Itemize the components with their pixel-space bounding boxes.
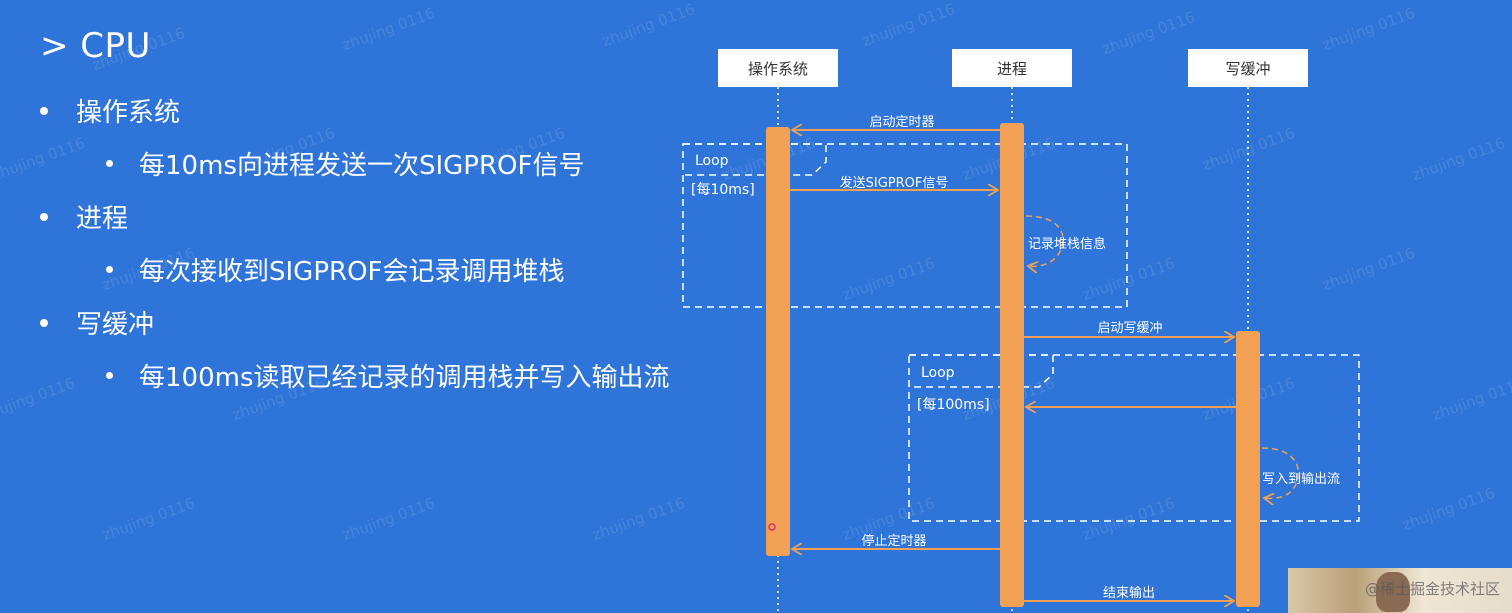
bullet-item: 每100ms读取已经记录的调用栈并写入输出流 xyxy=(106,365,670,391)
participant-write-buffer: 写缓冲 xyxy=(1188,49,1308,87)
message-label: 写入到输出流 xyxy=(1262,471,1340,487)
bullet-dot-icon xyxy=(106,160,113,167)
bullet-dot-icon xyxy=(40,212,48,221)
message-label: 启动写缓冲 xyxy=(1097,321,1162,336)
bullet-item: 每次接收到SIGPROF会记录调用堆栈 xyxy=(106,259,564,285)
loop-condition: [每100ms] xyxy=(917,397,990,413)
slide-title: > CPU xyxy=(40,26,151,66)
bullet-item: 进程 xyxy=(40,206,128,232)
bullet-dot-icon xyxy=(106,372,113,379)
self-call-arrow xyxy=(1025,215,1064,266)
participant-os: 操作系统 xyxy=(718,49,838,87)
avatar xyxy=(1376,572,1410,612)
bullet-text: 每100ms读取已经记录的调用栈并写入输出流 xyxy=(139,363,670,393)
activation-process xyxy=(1000,123,1024,607)
bullet-item: 写缓冲 xyxy=(40,312,154,338)
bullet-text: 进程 xyxy=(76,204,129,234)
loop-frame xyxy=(682,143,1128,308)
webcam-overlay: @稀土掘金技术社区 xyxy=(1288,568,1512,613)
pointer-marker xyxy=(768,523,776,531)
participant-process: 进程 xyxy=(952,49,1072,87)
message-label: 停止定时器 xyxy=(861,533,926,549)
bullet-dot-icon xyxy=(106,266,113,273)
message-label: 发送SIGPROF信号 xyxy=(840,175,949,191)
bullet-dot-icon xyxy=(40,106,48,115)
bullet-item: 每10ms向进程发送一次SIGPROF信号 xyxy=(106,153,584,179)
loop-tab xyxy=(683,143,827,176)
bullet-item: 操作系统 xyxy=(40,100,180,126)
activation-os xyxy=(766,127,790,556)
bullet-text: 操作系统 xyxy=(76,98,181,128)
message-label: 启动定时器 xyxy=(869,115,934,130)
platform-watermark: @稀土掘金技术社区 xyxy=(1364,580,1500,598)
bullet-text: 每10ms向进程发送一次SIGPROF信号 xyxy=(139,151,585,181)
loop-condition: [每10ms] xyxy=(691,182,755,198)
bullet-text: 写缓冲 xyxy=(76,310,155,340)
loop-frame xyxy=(908,354,1360,522)
bullet-dot-icon xyxy=(40,318,48,327)
loop-label: Loop xyxy=(695,153,729,169)
activation-write-buffer xyxy=(1236,331,1260,607)
message-label: 记录堆栈信息 xyxy=(1028,236,1106,252)
loop-label: Loop xyxy=(921,365,955,381)
self-call-arrow xyxy=(1261,447,1299,498)
message-label: 结束输出 xyxy=(1103,585,1155,601)
bullet-text: 每次接收到SIGPROF会记录调用堆栈 xyxy=(139,257,565,287)
